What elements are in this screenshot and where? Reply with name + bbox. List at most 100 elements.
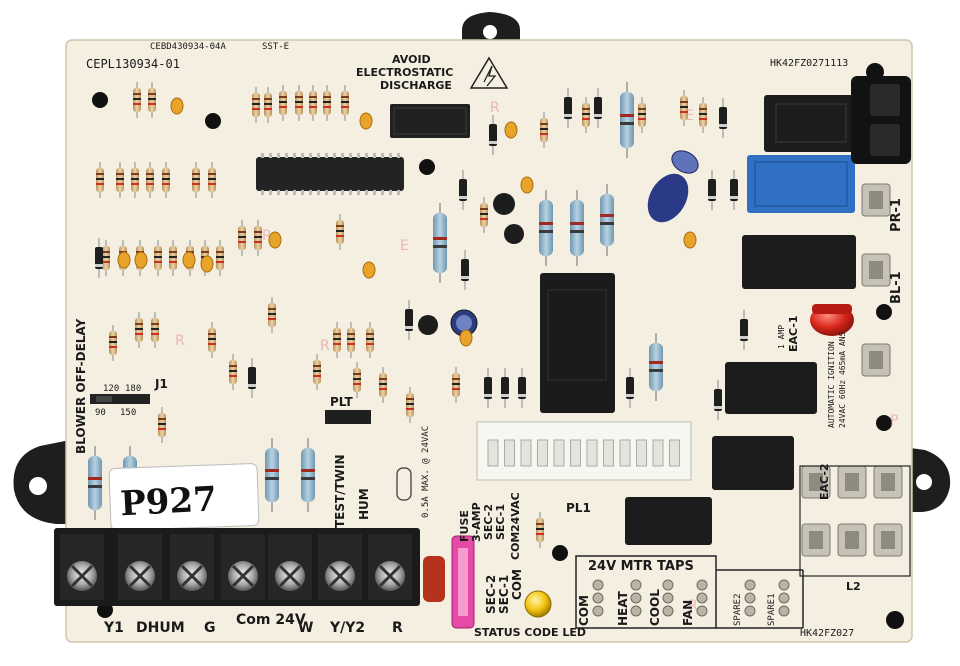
- capacitor: [504, 121, 518, 139]
- power-resistor: [539, 190, 553, 266]
- j1-jumper: [90, 394, 150, 404]
- film-capacitor: [423, 556, 445, 602]
- tap-pin: [778, 605, 790, 617]
- eac2-outline: [799, 465, 911, 577]
- tap-pin: [778, 592, 790, 604]
- esd-warning-icon: [469, 56, 509, 89]
- top-code-2: SST-E: [262, 42, 289, 52]
- resistor: [353, 362, 361, 398]
- svg-text:R: R: [175, 333, 185, 349]
- board-mounting-holes: [92, 63, 904, 629]
- diode: [95, 238, 103, 278]
- capacitor: [170, 97, 184, 115]
- sec2-bottom-label: SEC-2: [484, 575, 498, 614]
- transistors: [418, 193, 524, 335]
- resistor: [536, 512, 544, 548]
- resistor: [680, 90, 688, 126]
- resistor: [254, 220, 262, 256]
- resistor: [208, 322, 216, 358]
- com-top-label: COM: [509, 532, 522, 560]
- delay-option-90: 90: [95, 408, 106, 418]
- eac1-label: EAC-1: [787, 315, 800, 352]
- diode: [248, 358, 256, 398]
- tap-pin: [744, 592, 756, 604]
- resistor: [116, 162, 124, 198]
- tap-pin: [778, 579, 790, 591]
- resistor: [480, 197, 488, 233]
- power-resistor: [301, 438, 315, 512]
- tap-label-spare2: SPARE2: [733, 593, 743, 626]
- red-led: [810, 304, 854, 336]
- tap-pin: [592, 605, 604, 617]
- handwritten-tag: P927: [108, 463, 260, 531]
- tap-pin: [662, 579, 674, 591]
- amp-label: 1 AMP: [777, 325, 786, 349]
- svg-text:R: R: [688, 598, 698, 614]
- diode: [461, 250, 469, 290]
- relay-k1: [764, 95, 856, 152]
- relay-center: [540, 273, 615, 413]
- serial-top: HK42FZ0271113: [770, 58, 848, 69]
- resistor: [96, 162, 104, 198]
- com-bottom-label: COM: [510, 569, 524, 600]
- spade-terminal: [861, 183, 891, 217]
- fuse-label: FUSE: [458, 510, 471, 542]
- motor-taps-block: [575, 555, 804, 629]
- delay-option-180: 180: [125, 384, 141, 394]
- sec1-top-label: SEC-1: [494, 504, 507, 540]
- tan-resistors: [96, 82, 707, 548]
- spade-terminal: [801, 465, 831, 499]
- top-code: CEBD430934-04A: [150, 42, 226, 52]
- warning-line-3: DISCHARGE: [380, 79, 452, 92]
- power-resistor: [88, 446, 102, 520]
- sec1-bottom-label: SEC-1: [497, 575, 511, 614]
- tap-pin: [696, 579, 708, 591]
- terminal-label-y1: Y1: [103, 620, 124, 636]
- spade-terminal: [873, 523, 903, 557]
- tap-label-fan: FAN: [681, 600, 695, 626]
- diode: [740, 310, 748, 350]
- plt-header: [325, 410, 371, 424]
- svg-text:E: E: [685, 108, 694, 124]
- power-resistor: [570, 190, 584, 266]
- status-led-label: STATUS CODE LED: [474, 626, 586, 639]
- pr1-label: PR-1: [889, 198, 904, 232]
- part-number: CEPL130934-01: [86, 57, 180, 71]
- svg-text:P: P: [890, 413, 898, 429]
- 24vac-label: 24VAC: [509, 492, 522, 532]
- power-resistor: [620, 82, 634, 158]
- tap-label-com: COM: [577, 595, 591, 626]
- motor-tap-labels: COM HEAT COOL FAN SPARE2 SPARE1: [577, 589, 777, 626]
- sec2-top-label: SEC-2: [482, 504, 495, 540]
- resistor: [102, 240, 110, 276]
- tap-pin: [592, 579, 604, 591]
- fuse-3-amp: [451, 535, 475, 629]
- capacitor: [520, 176, 534, 194]
- capacitor: [268, 231, 282, 249]
- spade-terminal: [861, 343, 891, 377]
- test-twin-label: TEST/TWIN: [333, 454, 347, 528]
- microcontroller-chip: [256, 153, 404, 195]
- resistor: [154, 240, 162, 276]
- delay-option-120: 120: [103, 384, 119, 394]
- capacitor: [200, 255, 214, 273]
- tap-pin: [744, 605, 756, 617]
- terminal-label-y-y2: Y/Y2: [329, 620, 365, 636]
- resistor: [336, 214, 344, 250]
- capacitor: [683, 231, 697, 249]
- j1-label: J1: [154, 377, 168, 391]
- tap-pin: [592, 592, 604, 604]
- tap-pin: [630, 579, 642, 591]
- pl1-label: PL1: [566, 501, 591, 515]
- diode: [714, 380, 722, 420]
- status-led: [524, 590, 552, 618]
- resistor: [131, 162, 139, 198]
- power-resistor: [649, 333, 663, 401]
- power-resistor: [600, 184, 614, 256]
- resistor: [295, 85, 303, 121]
- tap-pin: [744, 579, 756, 591]
- motor-taps-title: 24V MTR TAPS: [588, 559, 694, 574]
- resistor: [208, 162, 216, 198]
